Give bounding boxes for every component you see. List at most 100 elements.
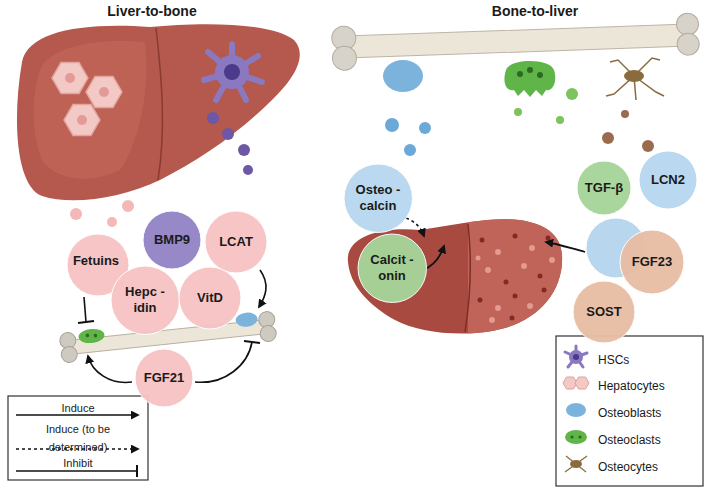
secreted-dot (385, 118, 399, 132)
legend-label: HSCs (598, 353, 629, 367)
bone-end (677, 33, 700, 56)
inhibit-line (84, 297, 86, 322)
legend-label: Hepatocytes (598, 379, 665, 393)
legend-item: HSCs (598, 350, 629, 368)
fibrosis-dot (513, 234, 518, 239)
legend-item: Osteoclasts (598, 430, 661, 448)
section-heading: Bone-to-liver (492, 3, 578, 19)
hsc-nucleus (224, 64, 240, 80)
legend-item: Osteocytes (598, 457, 658, 475)
induce-arrow (259, 270, 266, 307)
inhibit-bar (244, 341, 260, 343)
secreted-dot (514, 108, 522, 116)
legend-osteoclast-nucleus (570, 435, 573, 438)
factor-name: FGF23 (632, 254, 672, 270)
legend-box (556, 336, 703, 486)
legend-label: Inhibit (63, 457, 92, 469)
hepatocyte-nucleus (77, 115, 87, 125)
induce-arrow (546, 242, 585, 252)
fibrosis-dot (485, 267, 491, 273)
factor-name: BMP9 (154, 232, 190, 248)
osteoclast-nucleus (93, 334, 97, 338)
legend-item: Osteoblasts (598, 403, 661, 421)
fibrosis-dot (529, 245, 535, 251)
fibrosis-dot (495, 305, 501, 311)
circle-fill (620, 230, 684, 294)
circle-fill (358, 234, 426, 302)
circle-fill (344, 164, 412, 232)
legend-osteoblast (566, 403, 586, 417)
secreted-dot (556, 116, 564, 124)
osteoclast (504, 61, 555, 97)
factor-name: TGF-β (585, 180, 623, 196)
factor-circle: LCAT (204, 210, 268, 274)
induce-arrow (88, 356, 132, 382)
factor-name: Fetuins (73, 253, 119, 269)
liver-ligament (465, 224, 470, 332)
legend-osteoclast (565, 430, 587, 444)
legend-item: Hepatocytes (598, 376, 665, 394)
secreted-dot (207, 112, 219, 124)
factor-circle: FGF21 (134, 348, 194, 408)
osteoclast-nucleus (517, 71, 523, 77)
fibrosis-dot (489, 317, 495, 323)
factor-circle: VitD (178, 266, 242, 330)
hsc-body (215, 55, 249, 89)
legend-item: Induce (to be determined) (22, 419, 134, 455)
circle-fill (639, 151, 697, 209)
legend-item: Induce (22, 398, 134, 416)
factor-name: VitD (197, 290, 223, 306)
factor-name: Hepc -idin (117, 284, 173, 316)
legend-osteocyte (570, 460, 582, 468)
factor-name: Calcit -onin (364, 252, 420, 284)
hepatocyte (52, 62, 88, 93)
secreted-dot (122, 200, 134, 212)
heading-holder: Bone-to-liver (425, 2, 645, 20)
fibrotic-lobe (468, 210, 568, 340)
fibrosis-dot (510, 316, 515, 321)
hepatocyte (86, 76, 122, 107)
circle-fill (135, 349, 193, 407)
legend-osteocyte-processes (565, 456, 587, 472)
fibrosis-dot (521, 263, 527, 269)
hsc-cell (204, 44, 262, 100)
fibrosis-dot (495, 249, 501, 255)
legend-hsc-nucleus (573, 354, 579, 360)
legend-inhibit-bar (136, 465, 138, 477)
osteoclast (78, 328, 105, 345)
circle-fill (573, 281, 635, 343)
bone-shaft (348, 24, 687, 58)
factor-circle: SOST (572, 280, 636, 344)
liver-ligament (156, 28, 162, 180)
factor-circle: BMP9 (142, 210, 202, 270)
induce-tbd-arrow (406, 218, 424, 236)
liver (17, 24, 300, 200)
legend-osteoclast-nucleus (578, 435, 581, 438)
osteoclast-nucleus (527, 67, 533, 73)
legend-label: Osteocytes (598, 460, 658, 474)
circle-fill (205, 211, 267, 273)
liver-highlight (34, 41, 147, 179)
secreted-dot (419, 122, 431, 134)
bone-end (332, 46, 357, 71)
hepatocyte-nucleus (65, 73, 75, 83)
factor-circle: Osteo -calcin (343, 163, 413, 233)
osteoblast (383, 60, 423, 92)
legend-hepatocyte (575, 377, 589, 389)
factor-circle: FGF23 (619, 229, 685, 295)
secreted-dot (70, 208, 82, 220)
circle-fill (179, 267, 241, 329)
fibrosis-dot (476, 256, 481, 261)
hepatocyte-cell (52, 62, 88, 93)
factor-name: Osteo -calcin (350, 182, 406, 214)
osteoclast-nucleus (85, 333, 89, 337)
secreted-dot (404, 144, 416, 156)
inhibit-bar (78, 321, 94, 323)
osteoclast-nucleus (537, 72, 543, 78)
legend-box (8, 396, 148, 480)
legend-label: Induce (to be determined) (46, 423, 110, 453)
circle-fill (577, 161, 631, 215)
secreted-dot (238, 144, 250, 156)
secreted-dot (642, 140, 654, 152)
fibrosis-dot (542, 288, 547, 293)
